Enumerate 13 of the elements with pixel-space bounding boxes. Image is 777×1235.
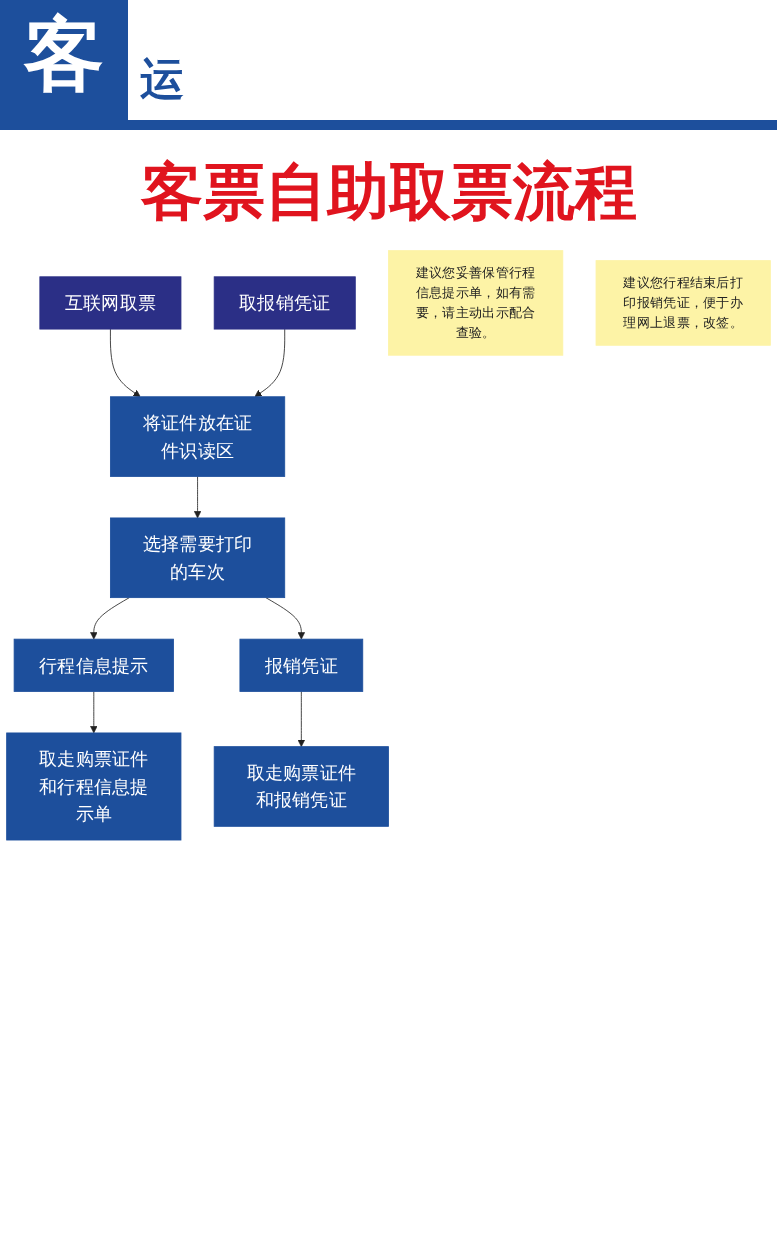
header-text: 运 [140, 52, 184, 106]
header-badge: 客 [0, 0, 128, 120]
node-box: 取走购票证件和报销凭证 [213, 746, 389, 827]
node-box: 选择需要打印的车次 [110, 517, 286, 599]
node-box: 报销凭证 [239, 638, 364, 692]
title: 客票自助取票流程 [139, 154, 638, 230]
node-box: 将证件放在证件识读区 [110, 396, 286, 477]
node-box: 行程信息提示 [13, 638, 174, 692]
node-box: 取走购票证件和行程信息提示单 [6, 732, 182, 841]
node-box: 建议您行程结束后打印报销凭证，便于办理网上退票，改签。 [595, 260, 771, 346]
node-box: 取报销凭证 [213, 276, 356, 330]
node-box: 建议您妥善保管行程信息提示单，如有需要，请主动出示配合查验。 [388, 250, 564, 356]
node-box: 互联网取票 [39, 276, 182, 330]
